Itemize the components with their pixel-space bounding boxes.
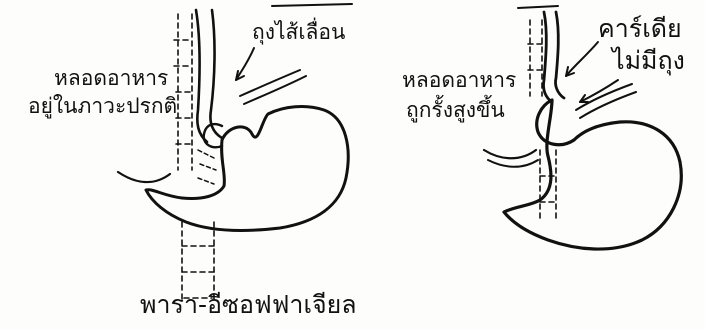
right-dashed-outline [528, 20, 556, 220]
right-esophagus-label-line2: ถูกรั้งสูงขึ้น [406, 100, 505, 121]
right-duodenum-curve [484, 150, 536, 158]
right-esophagus-inner [555, 12, 564, 98]
cardia-label-line1: คาร์เดีย [598, 16, 682, 41]
diagram-caption: พารา-อีซอฟฟาเจียล [140, 292, 357, 317]
right-top-fragment [518, 6, 558, 8]
left-panel-drawing [118, 4, 352, 300]
left-esophagus-label-line1: หลอดอาหาร [54, 68, 168, 89]
left-crossing-dashes [198, 150, 216, 184]
cardia-label-line2: ไม่มีถุง [612, 48, 685, 73]
left-esophagus-inner [210, 10, 222, 138]
right-stomach-outline [504, 100, 681, 249]
left-dashed-outline [174, 14, 214, 300]
left-duodenum-curve [118, 172, 170, 182]
right-esophagus-outer [543, 12, 552, 102]
left-hernia-arrow [236, 48, 254, 80]
right-diaphragm-lower [580, 92, 636, 118]
left-esophagus-outer [196, 10, 207, 142]
hernia-sac-label: ถุงไส้เลื่อน [252, 22, 345, 43]
left-top-fragment [272, 4, 352, 6]
left-esophagus-label-line2: อยู่ในภาวะปรกติ [28, 96, 177, 117]
right-esophagus-label-line1: หลอดอาหาร [402, 70, 516, 91]
left-stomach-outline [146, 107, 348, 231]
right-cardia-arrow-1 [566, 42, 598, 76]
